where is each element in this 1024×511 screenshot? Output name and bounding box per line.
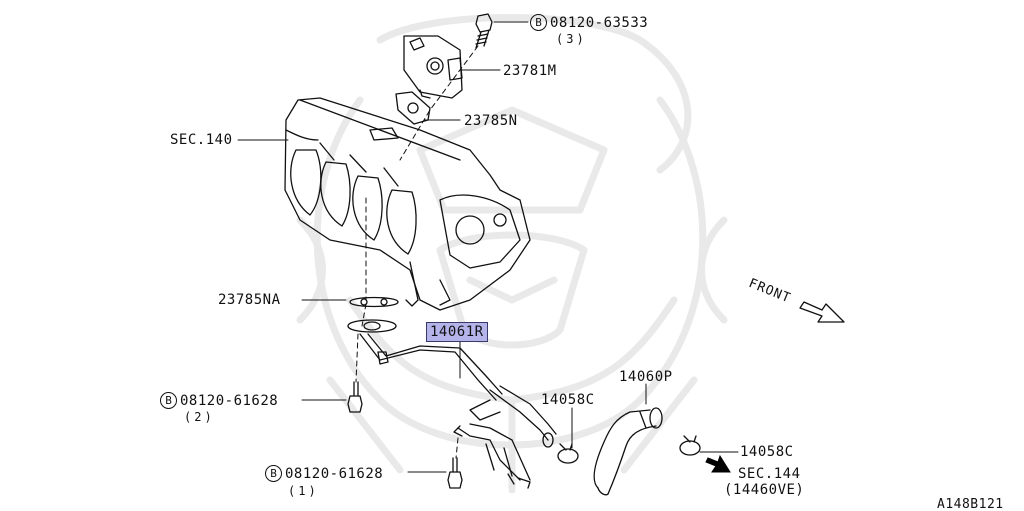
egr-tube: [347, 319, 557, 489]
callout-bolt-mid: B 08120-61628: [160, 392, 278, 409]
intake-manifold: [284, 97, 531, 311]
callout-14061R-highlighted: 14061R: [426, 322, 488, 342]
bolt-b-symbol: B: [530, 14, 547, 31]
callout-sec144: SEC.144: [738, 466, 801, 482]
hose: [593, 407, 663, 496]
callout-sec144-sub: (14460VE): [724, 482, 805, 498]
part-number: 08120-61628: [285, 465, 384, 482]
callout-qty: (2): [184, 410, 215, 424]
callout-23785N: 23785N: [464, 113, 518, 129]
callout-bolt-bottom: B 08120-61628: [265, 465, 383, 482]
bolt-mid: [347, 381, 363, 413]
bolt-bottom: [447, 457, 463, 489]
bolt-top: [475, 13, 493, 49]
front-arrow: [799, 301, 845, 323]
sec144-arrow: [705, 454, 731, 473]
callout-qty: (1): [288, 484, 319, 498]
clamp-left: [557, 443, 579, 464]
part-number: 08120-63533: [550, 14, 649, 31]
callout-23785NA: 23785NA: [218, 292, 281, 308]
callout-bolt-top: B 08120-63533: [530, 14, 648, 31]
figure-code: A148B121: [937, 497, 1004, 511]
callout-14058C-right: 14058C: [740, 444, 794, 460]
callout-23781M: 23781M: [503, 63, 557, 79]
bolt-b-symbol: B: [265, 465, 282, 482]
gasket-lower: [349, 296, 399, 308]
bolt-b-symbol: B: [160, 392, 177, 409]
part-number: 08120-61628: [180, 392, 279, 409]
watermark-emblem: [296, 14, 728, 494]
alignment-dashes: [355, 45, 479, 459]
callout-14060P: 14060P: [619, 369, 673, 385]
callout-14058C-left: 14058C: [541, 392, 595, 408]
clamp-right: [679, 435, 701, 456]
callout-sec140: SEC.140: [170, 132, 233, 148]
callout-qty: (3): [556, 32, 587, 46]
parts-linework: [237, 13, 739, 496]
egr-valve: [403, 35, 463, 99]
leader-lines: [237, 21, 739, 473]
